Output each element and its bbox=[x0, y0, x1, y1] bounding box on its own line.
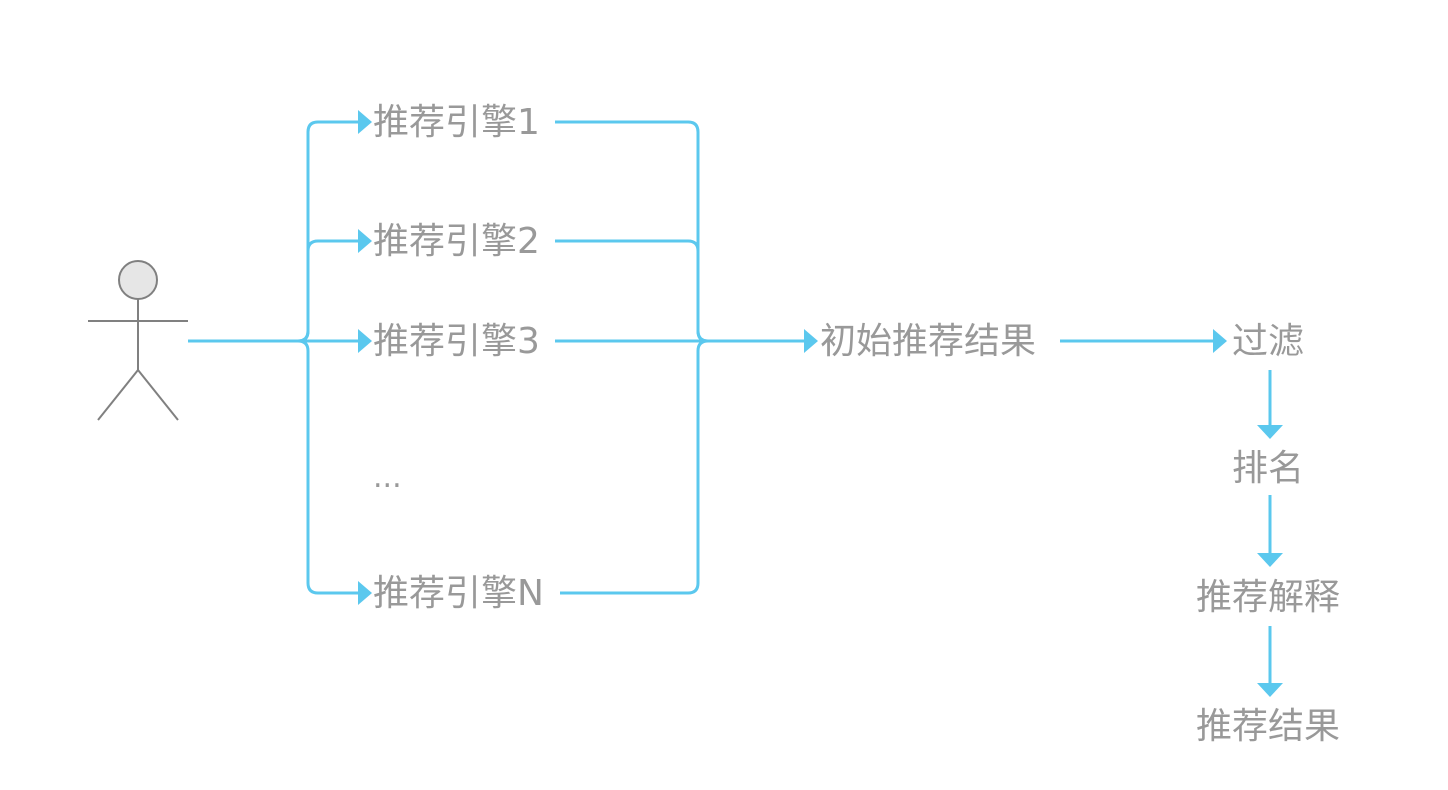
explanation-arrowhead bbox=[1257, 553, 1283, 567]
initial-results-label: 初始推荐结果 bbox=[820, 321, 1037, 362]
initial-results-arrowhead bbox=[804, 329, 818, 353]
engine-2-label: 推荐引擎2 bbox=[373, 221, 540, 262]
filter-arrowhead bbox=[1213, 329, 1227, 353]
engine-2-out-connector bbox=[555, 239, 709, 343]
engine-2-arrowhead bbox=[358, 229, 372, 253]
engine-1-arrowhead bbox=[358, 110, 372, 134]
engine-1-out-connector bbox=[555, 120, 709, 343]
engine-2-in-connector bbox=[297, 239, 360, 343]
engine-ellipsis-label: ... bbox=[373, 460, 402, 495]
explanation-label: 推荐解释 bbox=[1195, 577, 1341, 618]
engine-3-label: 推荐引擎3 bbox=[373, 321, 540, 362]
user-stick-figure-icon bbox=[88, 260, 188, 421]
engine-n-in-connector bbox=[297, 339, 360, 595]
ranking-label: 排名 bbox=[1231, 448, 1305, 489]
ranking-arrowhead bbox=[1257, 425, 1283, 439]
filter-label: 过滤 bbox=[1231, 321, 1305, 362]
final-results-label: 推荐结果 bbox=[1195, 706, 1341, 747]
engine-n-label: 推荐引擎N bbox=[373, 573, 544, 614]
engine-n-out-connector bbox=[560, 339, 709, 595]
final-results-arrowhead bbox=[1257, 683, 1283, 697]
engine-1-label: 推荐引擎1 bbox=[373, 102, 540, 143]
engine-3-arrowhead bbox=[358, 329, 372, 353]
engine-n-arrowhead bbox=[358, 581, 372, 605]
